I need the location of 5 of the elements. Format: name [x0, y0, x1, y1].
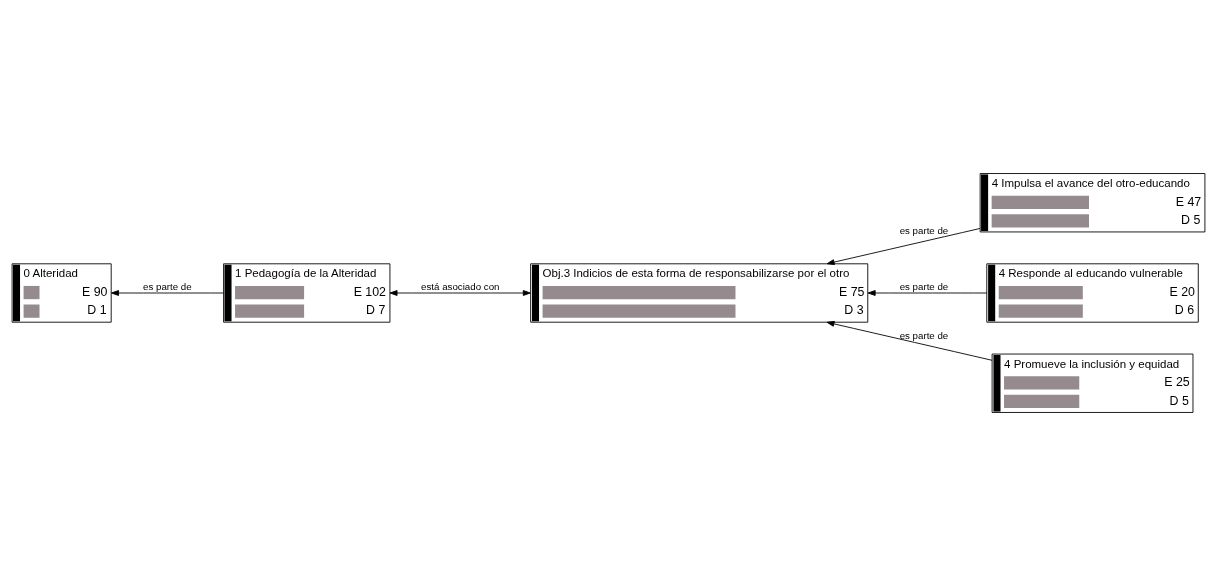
edge-label: es parte de — [143, 280, 192, 292]
edge-label: es parte de — [899, 280, 949, 292]
edge-label: está asociado con — [421, 280, 500, 292]
edge-label: es parte de — [899, 329, 949, 341]
edge-label: es parte de — [899, 224, 949, 236]
